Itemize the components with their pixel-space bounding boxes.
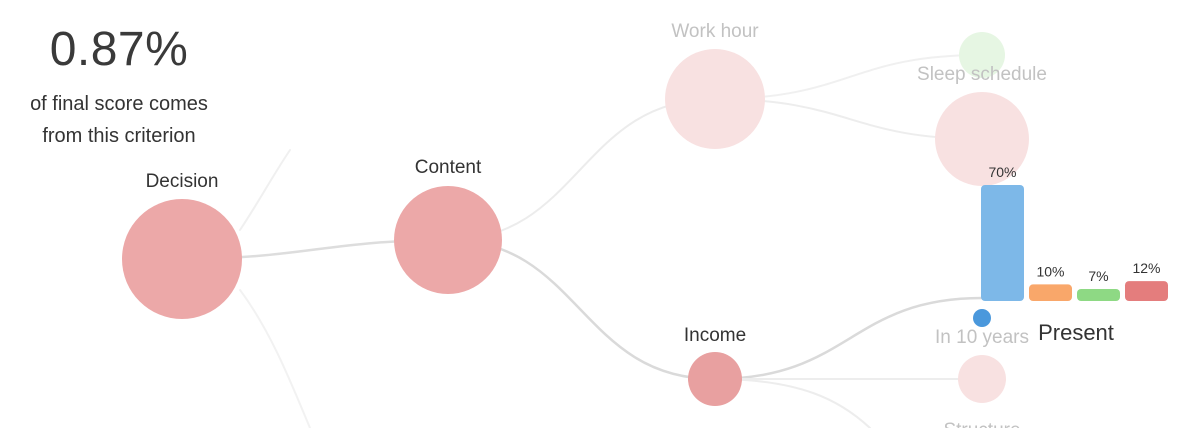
label-decision: Decision [146, 171, 219, 192]
bar-0[interactable] [981, 185, 1024, 301]
bar-3[interactable] [1125, 281, 1168, 301]
node-in-10-years[interactable] [958, 355, 1006, 403]
label-sleep-schedule: Sleep schedule [917, 64, 1047, 85]
node-income[interactable] [688, 352, 742, 406]
bar-value-label-3: 12% [1132, 260, 1160, 276]
link-decision-up [239, 149, 291, 231]
node-present-marker[interactable] [973, 309, 991, 327]
label-income: Income [684, 325, 746, 346]
label-structure: Structure [943, 420, 1020, 428]
node-top-green[interactable] [959, 32, 1005, 78]
node-decision[interactable] [122, 199, 242, 319]
bar-1[interactable] [1029, 284, 1072, 301]
label-in-10-years: In 10 years [935, 327, 1029, 348]
link-income-present [713, 296, 984, 381]
label-present: Present [1038, 320, 1114, 345]
bar-value-label-1: 10% [1036, 263, 1064, 279]
label-content: Content [415, 157, 482, 178]
link-decision-down [239, 289, 311, 429]
link-income-structure [714, 378, 871, 429]
score-description: of final score comes from this criterion [0, 88, 238, 152]
score-description-line-2: from this criterion [42, 125, 196, 147]
score-percentage: 0.87% [49, 23, 189, 76]
score-description-line-1: of final score comes [30, 93, 208, 115]
node-work-hour[interactable] [665, 49, 765, 149]
bar-value-label-2: 7% [1088, 268, 1108, 284]
node-sleep-schedule[interactable] [935, 92, 1029, 186]
bar-value-label-0: 70% [988, 164, 1016, 180]
label-work-hour: Work hour [671, 21, 759, 42]
bar-2[interactable] [1077, 289, 1120, 301]
present-distribution-chart: 70% 10% 7% 12% [981, 164, 1168, 301]
node-content[interactable] [394, 186, 502, 294]
